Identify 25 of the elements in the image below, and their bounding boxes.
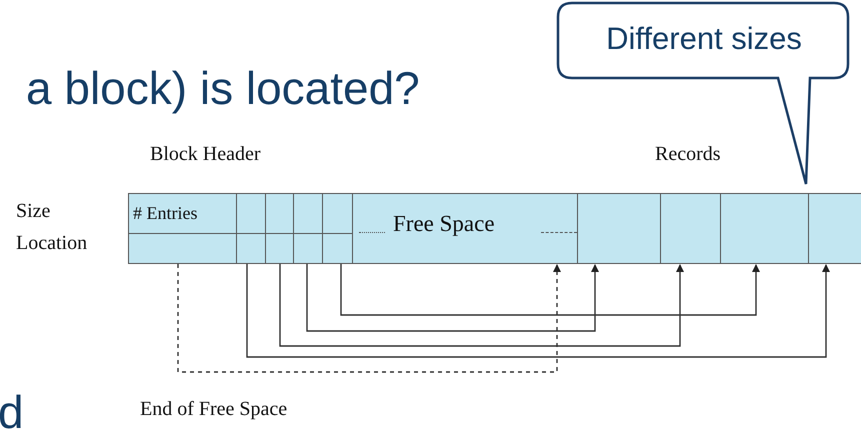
arrow [246, 264, 830, 358]
record-cell [660, 193, 721, 264]
free-space-area [352, 193, 578, 264]
pointer-slot [322, 193, 353, 264]
arrow [340, 264, 760, 316]
pointer-slot [236, 193, 266, 264]
row-label: Location [16, 232, 88, 255]
record-cell [808, 193, 861, 264]
caption-label: End of Free Space [140, 398, 288, 421]
record-cell [577, 193, 661, 264]
table-cell [128, 193, 237, 264]
record-cell [720, 193, 809, 264]
callout-text: Different sizes [605, 20, 803, 58]
section-label: Records [655, 143, 721, 166]
heading-text: a block) is located? [26, 62, 420, 115]
dashed-arrow [177, 264, 561, 373]
arrow [306, 264, 599, 332]
callout-bubble [556, 0, 852, 186]
pointer-slot [265, 193, 294, 264]
cell-label: Free Space [393, 211, 495, 237]
pointer-slot [293, 193, 323, 264]
row-label: Size [16, 200, 50, 223]
arrow [279, 264, 684, 347]
section-label: Block Header [150, 143, 261, 166]
cell-label: # Entries [133, 203, 198, 224]
